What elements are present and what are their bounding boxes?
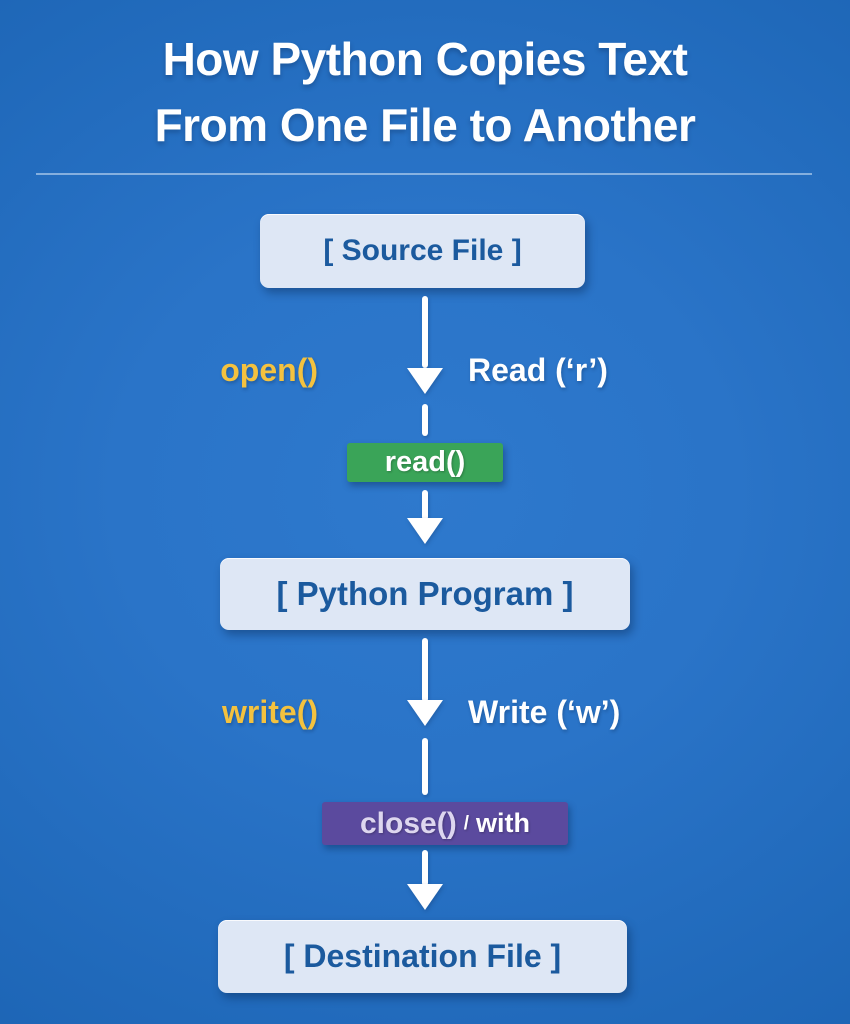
source-file-label: [ Source File ] — [323, 234, 522, 267]
with-action-label: with — [475, 808, 530, 838]
python-program-label: [ Python Program ] — [276, 575, 574, 612]
arrow-2-stem — [422, 490, 428, 520]
arrow-1-dash — [422, 404, 428, 436]
arrow-3-stem — [422, 638, 428, 702]
read-mode-label: Read (‘r’) — [468, 352, 608, 388]
destination-file-node: [ Destination File ] — [218, 920, 627, 993]
title-line-2: From One File to Another — [154, 99, 696, 152]
open-function-label: open() — [220, 352, 318, 388]
arrow-1-stem — [422, 296, 428, 368]
page-title: How Python Copies Text From One File to … — [0, 26, 850, 158]
close-action-box: close() / with — [322, 802, 568, 845]
arrow-3-head-icon — [407, 700, 443, 726]
title-divider — [36, 173, 812, 175]
title-line-1: How Python Copies Text — [162, 33, 688, 85]
arrow-4-stem — [422, 850, 428, 886]
read-action-box: read() — [347, 443, 503, 482]
arrow-2-head-icon — [407, 518, 443, 544]
arrow-4-head-icon — [407, 884, 443, 910]
close-action-separator: / — [463, 812, 469, 834]
python-program-node: [ Python Program ] — [220, 558, 630, 630]
arrow-1-head-icon — [407, 368, 443, 394]
source-file-node: [ Source File ] — [260, 214, 585, 288]
close-action-label: close() — [360, 806, 457, 840]
destination-file-label: [ Destination File ] — [283, 938, 562, 974]
read-action-label: read() — [384, 446, 466, 478]
arrow-3-dash — [422, 738, 428, 795]
write-mode-label: Write (‘w’) — [468, 694, 621, 730]
write-function-label: write() — [222, 694, 318, 730]
